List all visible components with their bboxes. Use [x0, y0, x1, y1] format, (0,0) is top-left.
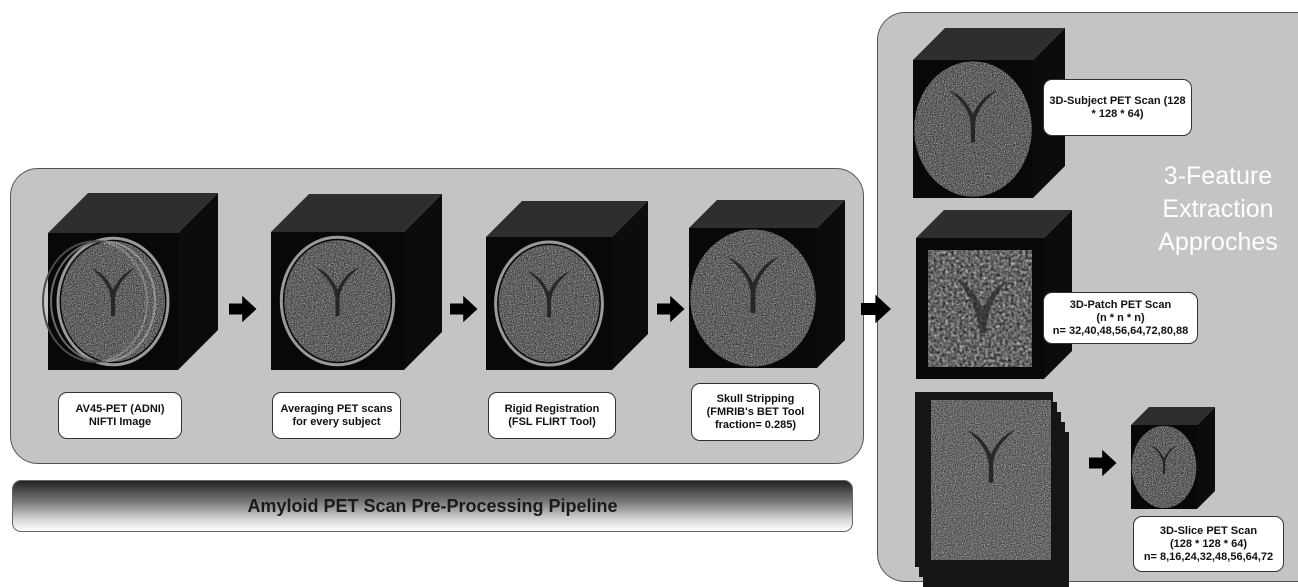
arrow-to-features — [861, 295, 891, 324]
arrow-step-3 — [657, 296, 685, 322]
cube-averaging — [271, 194, 442, 370]
approach-label-patch: 3D-Patch PET Scan (n * n * n) n= 32,40,4… — [1043, 292, 1198, 344]
step-label-nifti: AV45-PET (ADNI) NIFTI Image — [58, 392, 182, 439]
slice-stack — [915, 392, 1069, 587]
feature-extraction-title: 3-Feature Extraction Approches — [1138, 160, 1298, 259]
step-label-skull-stripping: Skull Stripping (FMRIB's BET Tool fracti… — [691, 383, 820, 441]
cube-nifti — [43, 193, 218, 370]
approach-label-subject: 3D-Subject PET Scan (128 * 128 * 64) — [1043, 79, 1192, 136]
step-label-registration: Rigid Registration (FSL FLIRT Tool) — [488, 392, 616, 439]
approach-label-slice: 3D-Slice PET Scan (128 * 128 * 64) n= 8,… — [1133, 516, 1284, 572]
cube-3d-slice — [1131, 407, 1215, 509]
arrow-step-2 — [450, 296, 478, 322]
cube-registration — [486, 201, 648, 370]
arrow-step-1 — [229, 296, 257, 322]
step-label-averaging: Averaging PET scans for every subject — [272, 392, 401, 439]
cube-skull-stripped — [689, 200, 845, 368]
arrow-slice — [1089, 450, 1117, 476]
pipeline-title-banner: Amyloid PET Scan Pre-Processing Pipeline — [12, 480, 853, 532]
